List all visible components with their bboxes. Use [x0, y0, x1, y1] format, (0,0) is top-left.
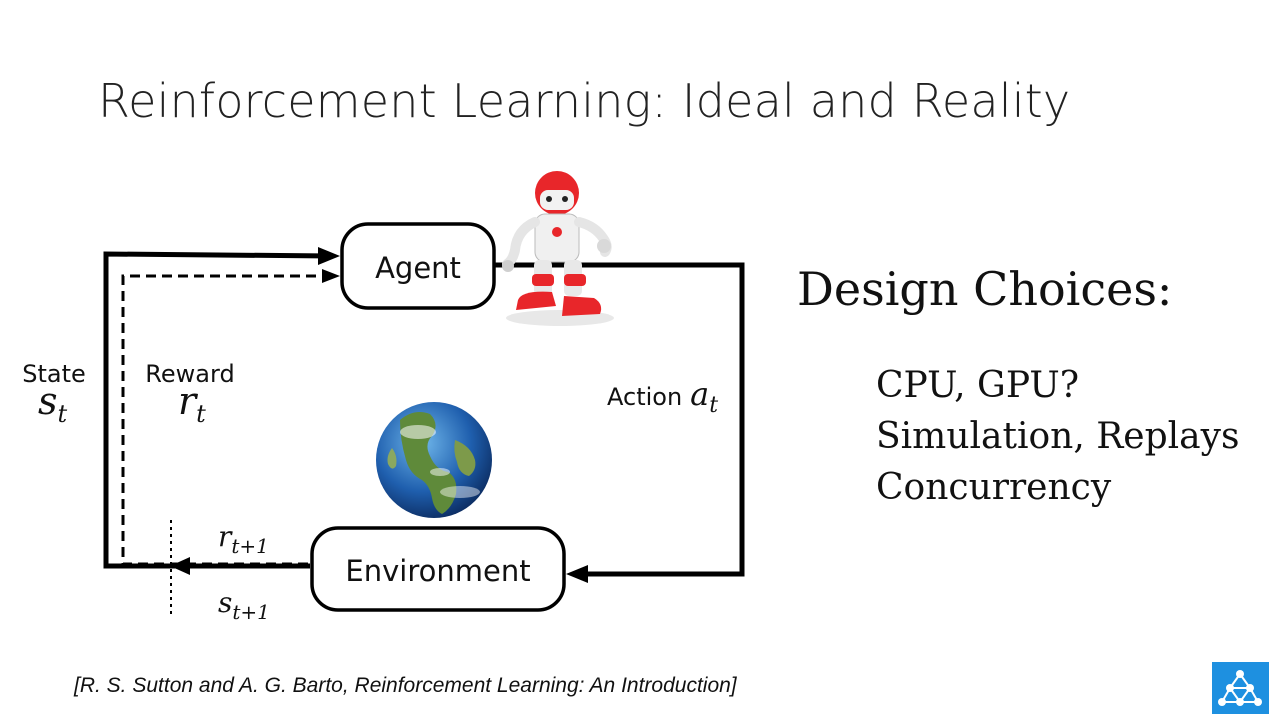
list-item: CPU, GPU?: [876, 365, 1080, 406]
action-arrowhead: [566, 565, 588, 583]
next-state-symbol: st+1: [218, 586, 270, 624]
state-loop-line: [103, 251, 333, 569]
state-label: State: [22, 360, 86, 388]
robot-icon: [502, 171, 614, 326]
network-nodes-icon: [1218, 670, 1262, 706]
org-logo: [1212, 662, 1269, 714]
citation: [R. S. Sutton and A. G. Barto, Reinforce…: [74, 674, 737, 697]
agent-label: Agent: [375, 251, 461, 285]
reward-arrowhead: [322, 269, 340, 283]
reward-label: Reward: [145, 360, 234, 388]
environment-box: [310, 526, 566, 612]
slide-title: Reinforcement Learning: Ideal and Realit…: [98, 74, 1071, 128]
design-choices-heading: Design Choices:: [797, 262, 1173, 316]
environment-label: Environment: [345, 554, 530, 588]
list-item: Concurrency: [876, 467, 1112, 508]
state-arrowhead: [318, 247, 340, 265]
action-loop-line: [494, 262, 745, 577]
earth-globe-icon: [376, 402, 492, 518]
reward-loop-line: [121, 274, 330, 566]
next-signal-arrowhead: [170, 557, 190, 575]
design-choices-list: CPU, GPU? Simulation, Replays Concurrenc…: [876, 360, 1239, 513]
agent-box: [340, 222, 496, 310]
state-symbol: st: [38, 379, 68, 428]
reward-symbol: rt: [178, 379, 206, 428]
next-reward-symbol: rt+1: [218, 520, 269, 558]
list-item: Simulation, Replays: [876, 416, 1240, 457]
